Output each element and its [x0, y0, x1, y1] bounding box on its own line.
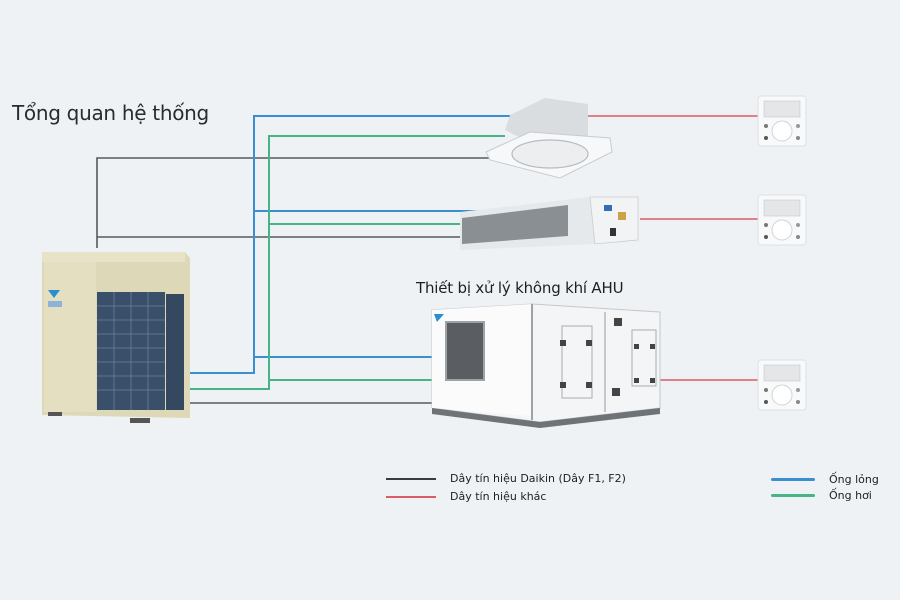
legend-label: Ống lỏng: [829, 473, 879, 486]
remote-controller-cassette: [757, 95, 807, 147]
legend-line-dark: [386, 477, 436, 480]
ahu-label: Thiết bị xử lý không khí AHU: [416, 279, 624, 297]
legend-line-red: [386, 495, 436, 498]
signal-other-lines: [585, 115, 758, 381]
liquid-pipe-trunk: [185, 115, 510, 374]
ceiling-cassette-unit: [485, 98, 613, 179]
legend-label: Dây tín hiệu Daikin (Dây F1, F2): [450, 472, 626, 485]
liquid-pipe-lines: [185, 115, 510, 374]
diagram-title: Tổng quan hệ thống: [12, 101, 209, 125]
legend-liquid-pipe: Ống lỏng: [771, 473, 879, 486]
daikin-logo-icon: [48, 290, 60, 298]
air-handling-unit: [431, 303, 661, 428]
remote-controllers: [757, 95, 807, 411]
legend-gas-pipe: Ống hơi: [771, 489, 872, 502]
daikin-logo-icon: [434, 314, 444, 322]
signal-daikin-lines: [96, 157, 500, 404]
remote-controller-ahu: [757, 359, 807, 411]
legend-label: Ống hơi: [829, 489, 872, 502]
gas-pipe-lines: [185, 135, 505, 390]
legend-line-blue: [771, 478, 815, 481]
outdoor-unit: [42, 252, 190, 423]
gas-pipe-trunk: [185, 135, 505, 390]
legend-signal-daikin: Dây tín hiệu Daikin (Dây F1, F2): [386, 472, 626, 485]
signal-line-to-cassette: [96, 157, 500, 248]
legend-signal-other: Dây tín hiệu khác: [386, 490, 546, 503]
remote-controller-ducted: [757, 194, 807, 246]
legend-line-green: [771, 494, 815, 497]
legend-label: Dây tín hiệu khác: [450, 490, 547, 503]
ducted-unit: [460, 196, 639, 250]
